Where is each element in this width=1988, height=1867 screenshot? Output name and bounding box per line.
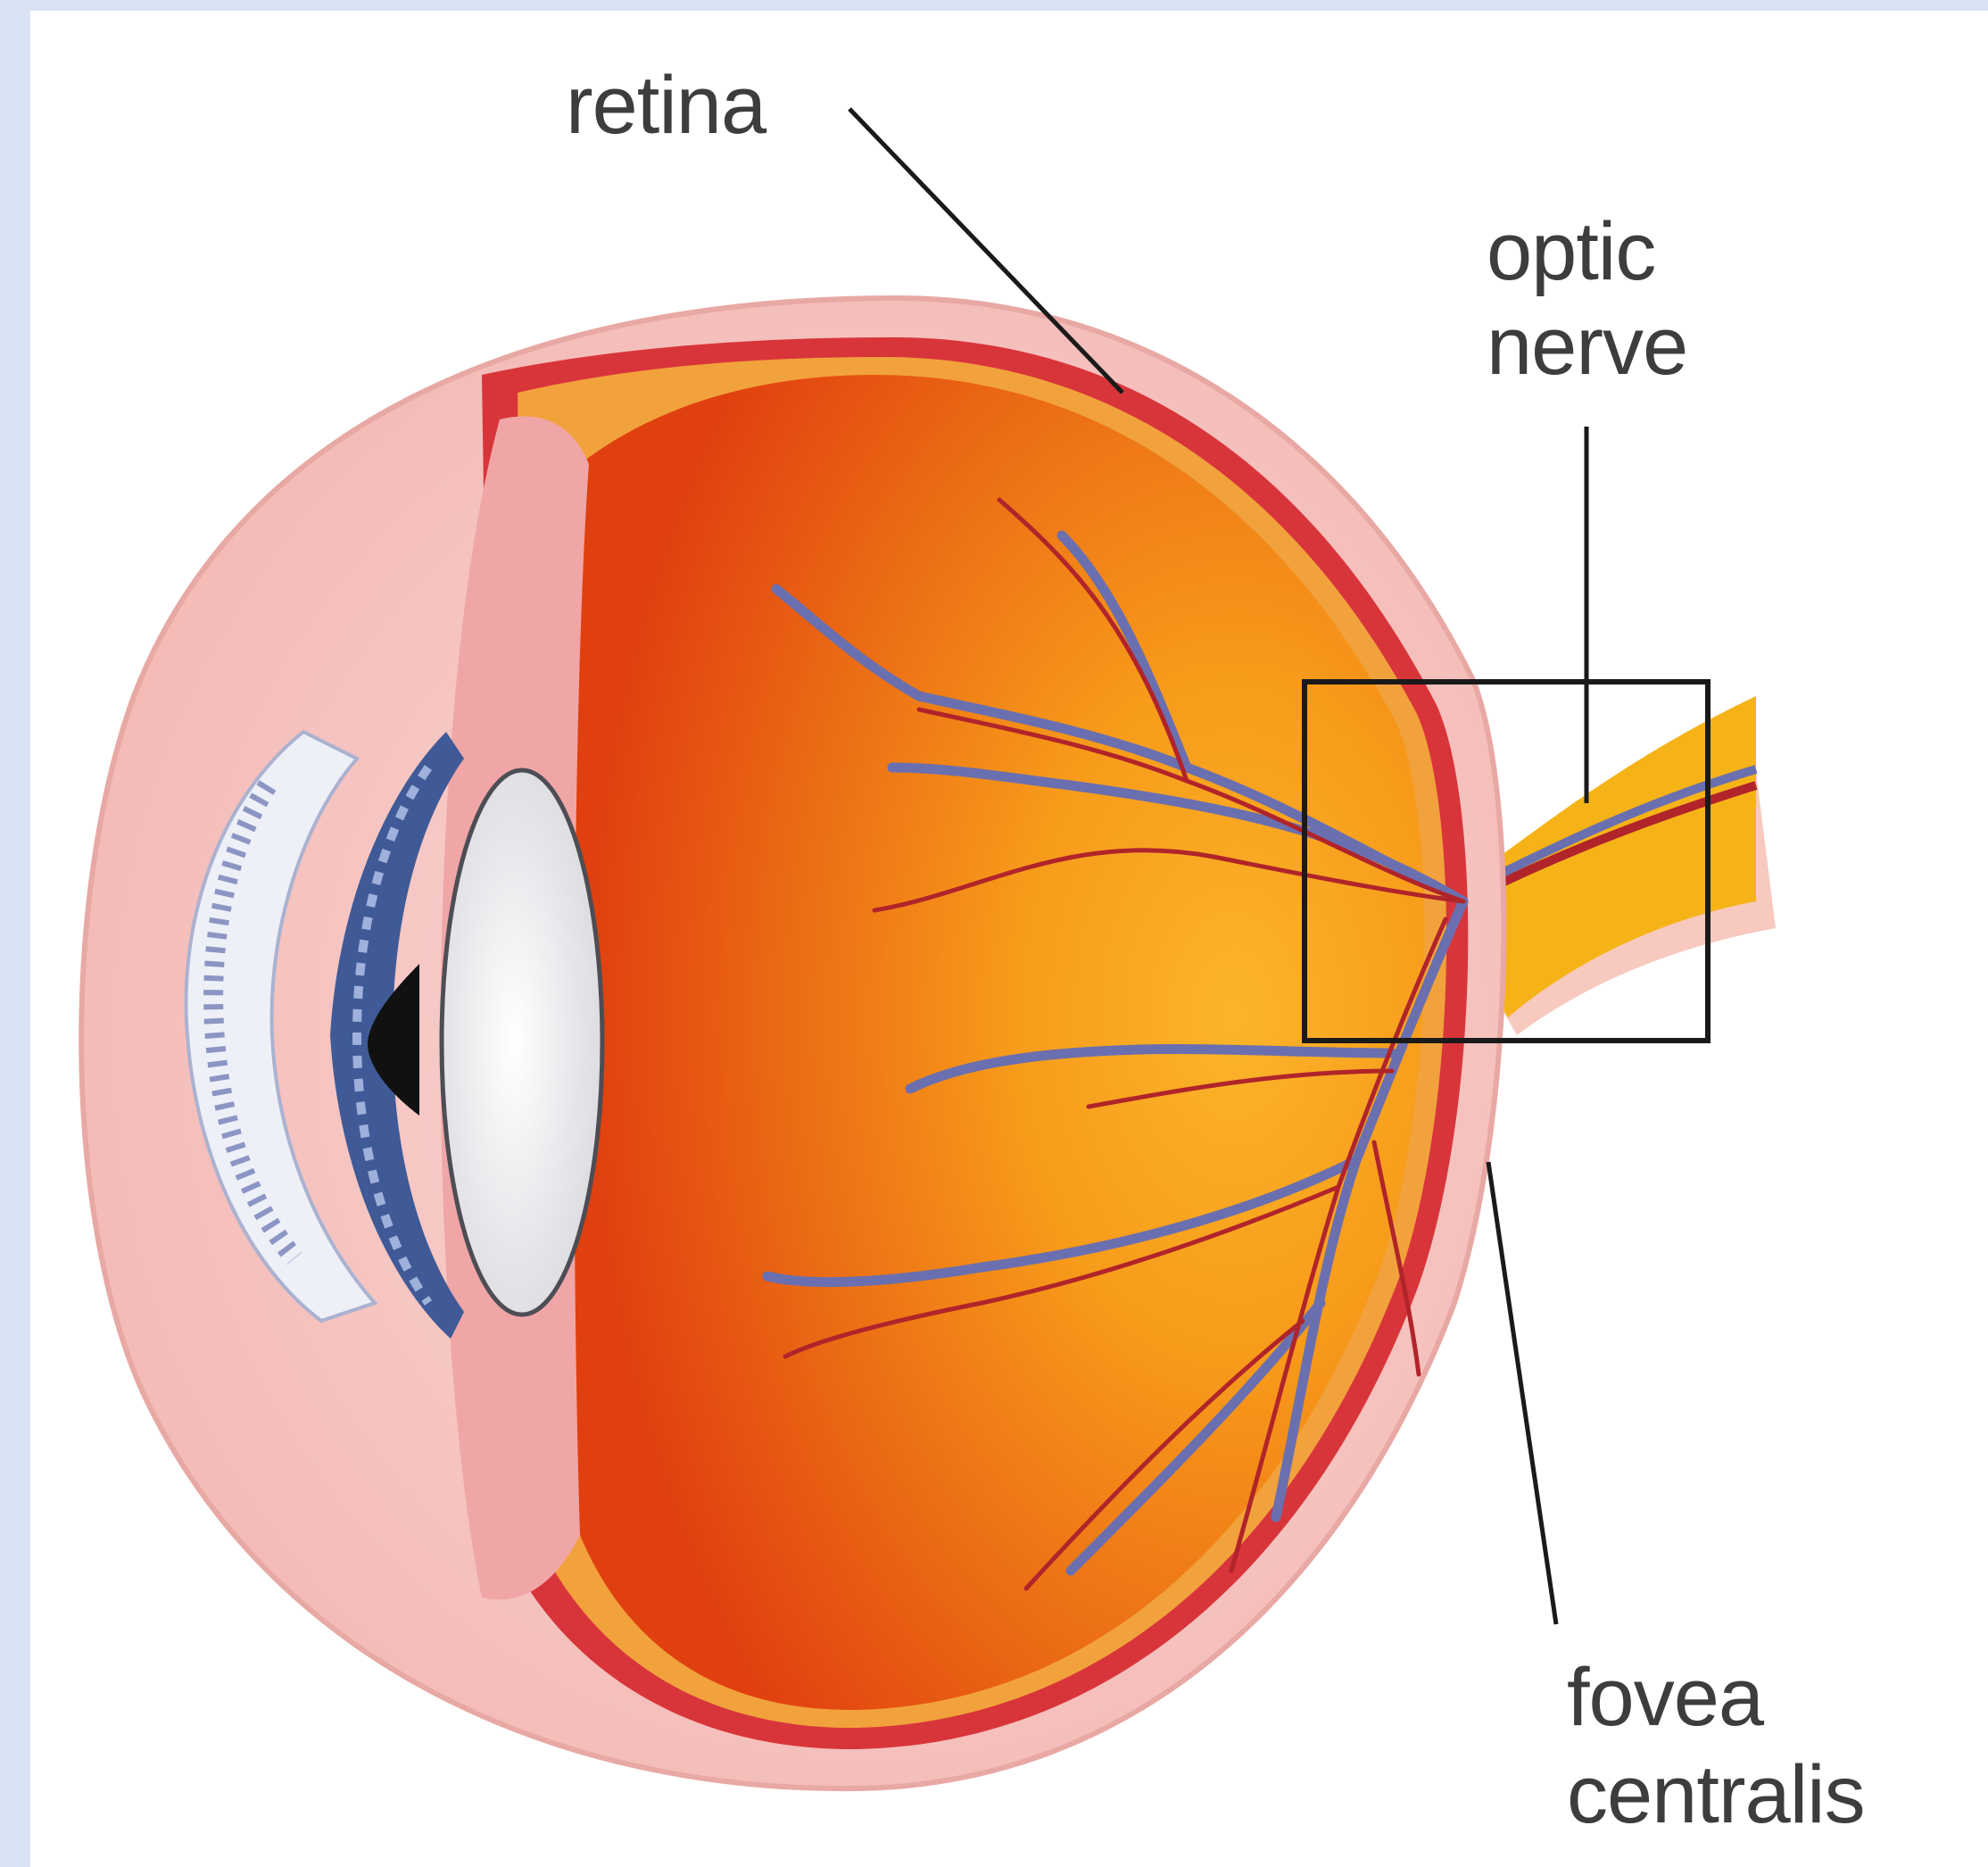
retina-label-text: retina	[566, 64, 766, 146]
optic-nerve-label: optic nerve	[1487, 205, 1687, 394]
retina-label: retina	[566, 64, 766, 146]
optic-nerve-label-line1: optic	[1487, 205, 1687, 300]
fovea-label-line1: fovea	[1567, 1649, 1865, 1747]
fovea-pointer-line	[1488, 1162, 1556, 1624]
fovea-centralis-label: fovea centralis	[1567, 1649, 1865, 1843]
lens	[442, 770, 602, 1315]
optic-nerve-label-line2: nerve	[1487, 300, 1687, 394]
fovea-label-line2: centralis	[1567, 1747, 1865, 1844]
